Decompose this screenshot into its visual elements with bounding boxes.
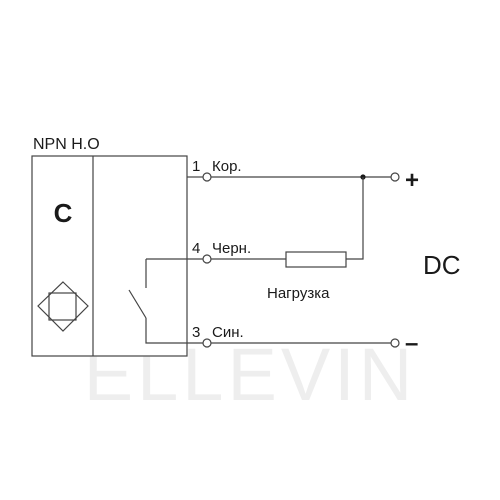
pin-4-number: 4: [192, 240, 200, 257]
supply-dc-label: DC: [423, 250, 461, 280]
sensing-face-icon: [37, 281, 89, 332]
wire-load-to-plus: [346, 177, 364, 260]
switch-lower-lead: [145, 318, 203, 344]
terminal-plus: [390, 172, 400, 182]
sensor-type-label: NPN Н.О: [33, 136, 100, 153]
switch-contact-icon: [128, 289, 147, 319]
pin-3-number: 3: [192, 324, 200, 341]
load-label: Нагрузка: [267, 285, 330, 302]
pin-4-wire-label: Черн.: [212, 240, 251, 257]
terminal-minus: [390, 338, 400, 348]
pin-1-wire-label: Кор.: [212, 158, 242, 175]
terminal-pin-1: [202, 172, 212, 182]
terminal-pin-3: [202, 338, 212, 348]
supply-minus-label: –: [405, 330, 418, 357]
sensor-letter: C: [54, 198, 73, 228]
pin-3-wire-label: Син.: [212, 324, 244, 341]
sensor-body: [31, 155, 188, 357]
terminal-pin-4: [202, 254, 212, 264]
pin-1-number: 1: [192, 158, 200, 175]
supply-plus-label: +: [405, 167, 419, 194]
load-resistor: [285, 251, 347, 268]
